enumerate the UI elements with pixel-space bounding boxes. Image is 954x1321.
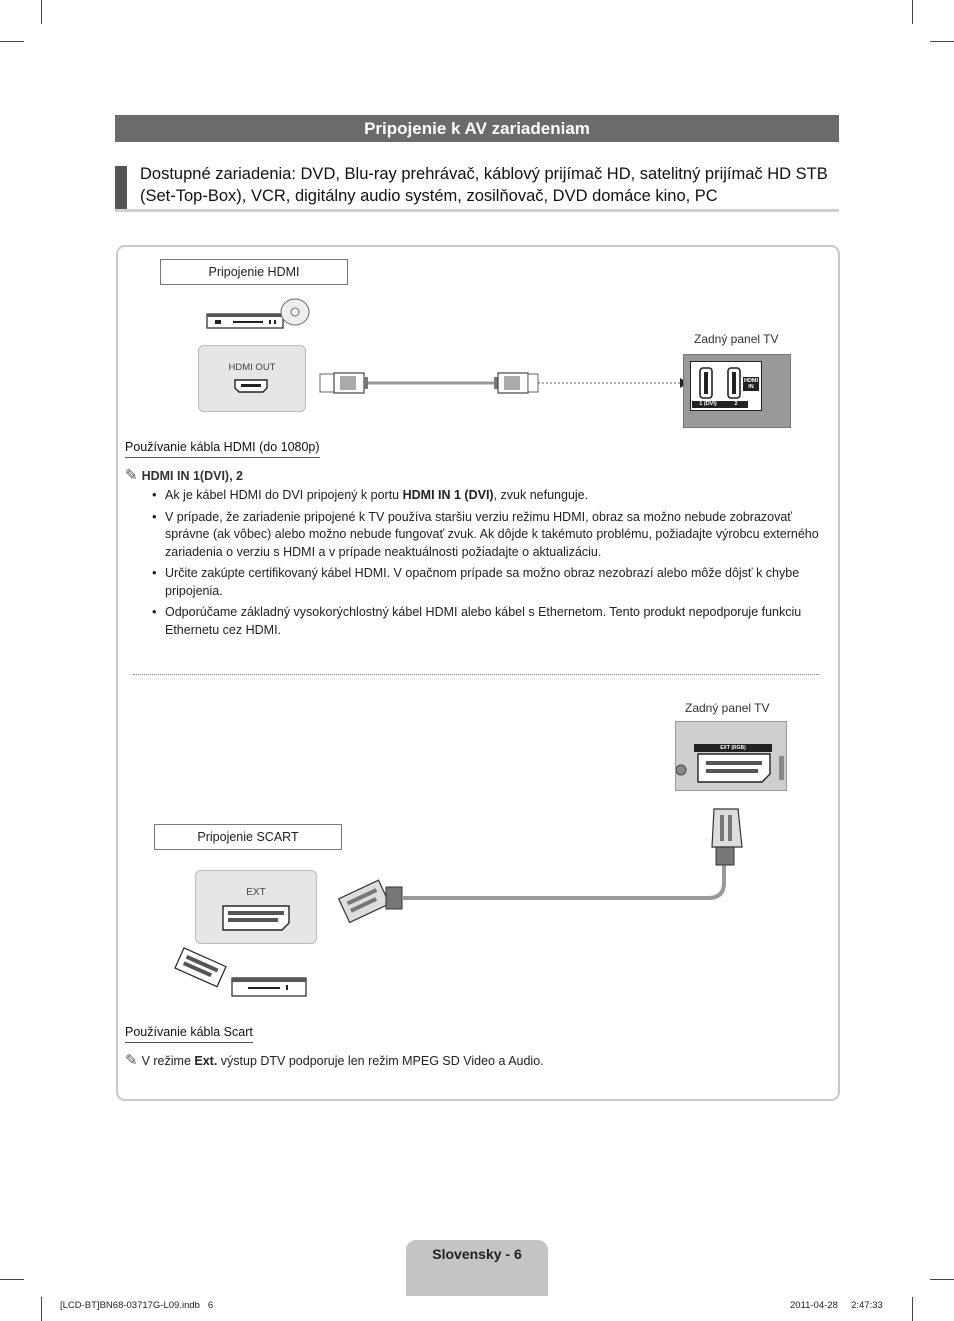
crop-mark: [0, 41, 24, 42]
section-divider: [133, 674, 819, 675]
tv-scart-port-label: EXT (RGB): [694, 744, 772, 752]
scart-ext-port: EXT: [195, 870, 317, 944]
page-number-tab: Slovensky - 6: [406, 1240, 548, 1296]
tv-scart-port-icon: [676, 753, 784, 783]
crop-mark: [930, 41, 954, 42]
subheading-bar: [115, 166, 127, 209]
note-pencil-icon: ✎: [125, 467, 138, 484]
crop-mark: [0, 1279, 24, 1280]
crop-mark: [930, 1279, 954, 1280]
hdmi-out-label: HDMI OUT: [228, 362, 276, 373]
hdmi-port-icon: [234, 379, 268, 393]
tv-hdmi-port2-label: 2: [724, 401, 748, 408]
crop-mark: [41, 1297, 42, 1321]
subheading-underline: [115, 209, 839, 212]
tv-hdmi-ports-icon: [699, 367, 741, 399]
scart-cable: [338, 808, 743, 924]
hdmi-note: ✎HDMI IN 1(DVI), 2: [125, 466, 243, 484]
dvd-player-icon: [206, 298, 310, 329]
scart-ext-label: EXT: [246, 887, 266, 898]
connection-panel: [116, 245, 840, 1101]
list-item: Ak je kábel HDMI do DVI pripojený k port…: [150, 486, 822, 505]
scart-usage-heading: Používanie kábla Scart: [125, 1025, 253, 1043]
footer-date-info: 2011-04-28 2:47:33: [790, 1300, 883, 1311]
hdmi-tv-panel-label: Zadný panel TV: [694, 332, 779, 346]
scart-connection-label: Pripojenie SCART: [154, 824, 342, 850]
dvd-player-scart-icon: [174, 947, 307, 997]
hdmi-connection-label: Pripojenie HDMI: [160, 259, 348, 285]
scart-note: ✎V režime Ext. výstup DTV podporuje len …: [125, 1052, 544, 1069]
tv-hdmi-port1-label: 1 (DVI): [692, 401, 724, 408]
scart-port-icon: [222, 905, 290, 931]
note-pencil-icon: ✎: [125, 1052, 138, 1069]
footer-file-info: [LCD-BT]BN68-03717G-L09.indb 6: [60, 1300, 214, 1311]
list-item: V prípade, že zariadenie pripojené k TV …: [150, 508, 822, 562]
hdmi-cable: [319, 372, 688, 394]
crop-mark: [912, 0, 913, 24]
tv-back-panel-hdmi: HDMI IN 1 (DVI) 2: [683, 354, 791, 428]
list-item: Odporúčame základný vysokorýchlostný káb…: [150, 603, 822, 639]
hdmi-bullet-list: Ak je kábel HDMI do DVI pripojený k port…: [150, 486, 822, 643]
hdmi-note-title: HDMI IN 1(DVI), 2: [141, 469, 243, 483]
tv-back-panel-scart: EXT (RGB): [675, 721, 787, 791]
list-item: Určite zakúpte certifikovaný kábel HDMI.…: [150, 564, 822, 600]
tv-hdmi-in-text: HDMI IN: [743, 377, 759, 391]
subheading: Dostupné zariadenia: DVD, Blu-ray prehrá…: [140, 165, 828, 205]
crop-mark: [41, 0, 42, 24]
hdmi-usage-heading: Používanie kábla HDMI (do 1080p): [125, 440, 320, 458]
hdmi-out-port: HDMI OUT: [198, 345, 306, 412]
section-title: Pripojenie k AV zariadeniam: [115, 115, 839, 142]
scart-tv-panel-label: Zadný panel TV: [685, 701, 770, 715]
crop-mark: [912, 1297, 913, 1321]
